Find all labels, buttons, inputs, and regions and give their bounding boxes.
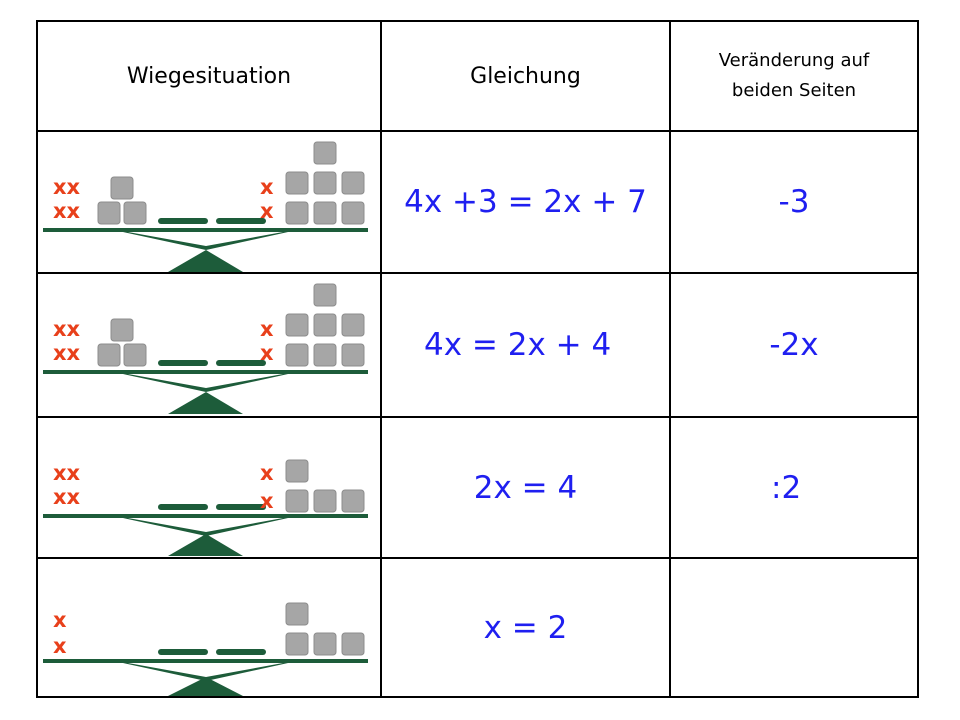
weight-block [285,602,309,626]
operation-4 [671,559,917,696]
weight-block [123,201,147,225]
scale-arm [123,374,288,392]
scale-hanger [158,504,208,510]
unknown-x-label: x [260,489,274,513]
weight-block [313,343,337,367]
unknown-x-label: xx [53,341,81,365]
scale-arm [123,232,288,250]
operation-2: -2x [769,327,819,363]
equation-4: x = 2 [483,609,568,646]
scale-arm [123,663,288,681]
unknown-x-label: xx [53,485,81,509]
scale-fulcrum [168,392,243,414]
unknown-x-label: x [53,608,67,632]
row-divider [38,272,917,274]
row-divider [38,130,917,132]
balance-scale-1: xx xx x x [43,141,368,272]
unknown-x-label: x [260,175,274,199]
weight-block [285,171,309,195]
row-divider [38,557,917,559]
weight-block [313,171,337,195]
scale-hanger [158,360,208,366]
weight-block [313,141,337,165]
weight-block [313,201,337,225]
header-wiegesituation: Wiegesituation [126,63,292,89]
table-row-3-scale: xx xx x x [38,418,380,557]
unknown-x-label: xx [53,175,81,199]
weight-block [313,283,337,307]
weight-block [313,313,337,337]
row-divider [38,416,917,418]
operation-1: -3 [778,184,810,220]
weight-block [97,201,121,225]
weight-block [341,171,365,195]
balance-scale-3: xx xx x x [43,459,368,556]
scale-hanger [216,360,266,366]
table-row-2-scale: xx xx x x [38,274,380,416]
unknown-x-label: x [260,461,274,485]
operation-3: :2 [771,469,802,506]
weight-block [285,313,309,337]
weight-block [341,632,365,656]
scale-beam [43,659,368,663]
header-veraenderung: Veränderung auf beiden Seiten [671,22,917,130]
scale-arm [123,518,288,536]
weight-block [341,201,365,225]
balance-scale-2: xx xx x x [43,283,368,414]
scale-fulcrum [168,677,243,696]
weight-block [341,313,365,337]
unknown-x-label: xx [53,317,81,341]
balance-scale-4: x x [43,602,368,696]
weight-block [285,632,309,656]
weight-block [285,459,309,483]
equation-2: 4x = 2x + 4 [424,327,612,363]
weight-block [97,343,121,367]
unknown-x-label: x [260,199,274,223]
weight-block [110,318,134,342]
table-row-4-scale: x x [38,559,380,696]
weight-block [313,632,337,656]
unknown-x-label: x [260,341,274,365]
weight-block [110,176,134,200]
weight-block [285,343,309,367]
weight-block [285,489,309,513]
unknown-x-label: x [53,634,67,658]
balance-table: Wiegesituation Gleichung Veränderung auf… [36,20,919,698]
equation-1: 4x +3 = 2x + 7 [404,184,647,220]
scale-fulcrum [168,534,243,556]
unknown-x-label: xx [53,199,81,223]
weight-block [341,343,365,367]
scale-beam [43,370,368,374]
table-row-1-scale: xx xx x x [38,132,380,272]
weight-block [341,489,365,513]
scale-hanger [158,218,208,224]
scale-hanger [158,649,208,655]
header-veraenderung-line2: beiden Seiten [731,80,857,101]
header-gleichung: Gleichung [470,63,581,89]
weight-block [285,201,309,225]
weight-block [123,343,147,367]
scale-hanger [216,504,266,510]
header-veraenderung-line1: Veränderung auf [718,50,870,71]
column-divider [380,22,382,696]
scale-beam [43,228,368,232]
unknown-x-label: xx [53,461,81,485]
weight-block [313,489,337,513]
scale-fulcrum [168,250,243,272]
scale-hanger [216,218,266,224]
unknown-x-label: x [260,317,274,341]
scale-hanger [216,649,266,655]
equation-3: 2x = 4 [473,469,578,506]
column-divider [669,22,671,696]
scale-beam [43,514,368,518]
